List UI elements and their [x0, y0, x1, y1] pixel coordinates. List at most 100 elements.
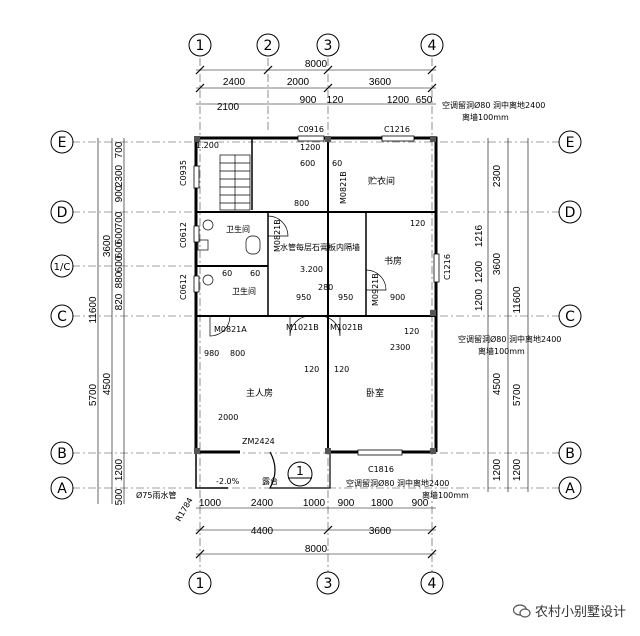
num-60c: 60 — [250, 269, 260, 278]
ac-note-top: 空调留洞Ø80 洞中离地2400 — [442, 100, 545, 110]
dim-left-600a: 600 — [114, 227, 125, 244]
dim-bot-900b: 900 — [412, 498, 429, 509]
axis-left-C: C — [50, 304, 74, 328]
axis-top-2: 2 — [256, 33, 280, 57]
slope-note: -2.0% — [216, 477, 240, 486]
section-symbol: 1 — [287, 461, 313, 487]
walls — [194, 136, 438, 489]
axis-bottom-4: 4 — [420, 571, 444, 595]
svg-text:4: 4 — [428, 38, 437, 54]
room-labels: 贮衣间 书房 卫生间 卫生间 主人房 卧室 露台 — [226, 175, 402, 486]
axis-bottom-3: 3 — [316, 571, 340, 595]
num-60b: 60 — [222, 269, 232, 278]
dim-top-900: 900 — [300, 95, 317, 106]
svg-text:B: B — [565, 446, 575, 462]
watermark-text: 农村小别墅设计 — [534, 605, 626, 620]
win-c0612a: C0612 — [179, 222, 188, 248]
dim-top-2000: 2000 — [287, 77, 310, 88]
ac-note-right-2: 离墙100mm — [478, 346, 525, 356]
plan-labels: C0916 C1216 C0935 C0612 C0612 C1216 C181… — [136, 100, 561, 523]
num-280: 280 — [318, 283, 333, 292]
axis-left-1C: 1/C — [50, 254, 74, 278]
svg-text:3: 3 — [324, 576, 333, 592]
door-m0821b-a: M0821B — [339, 171, 348, 204]
windows — [193, 135, 440, 456]
dim-left-2300: 2300 — [114, 164, 125, 187]
wall-note: 水管每层石膏板内隔墙 — [280, 242, 360, 252]
num-950a: 950 — [296, 293, 311, 302]
door-m1021b-b: M1021B — [330, 323, 363, 332]
svg-text:3: 3 — [324, 38, 333, 54]
watermark: 农村小别墅设计 — [512, 601, 626, 620]
svg-text:E: E — [58, 135, 67, 151]
dim-left-11600: 11600 — [88, 296, 99, 324]
svg-text:4: 4 — [428, 576, 437, 592]
dim-right-1216: 1216 — [474, 224, 485, 247]
dim-left-600c: 600 — [114, 255, 125, 272]
svg-text:A: A — [57, 481, 67, 497]
dim-bot-1000a: 1000 — [199, 498, 222, 509]
svg-text:D: D — [565, 205, 576, 221]
dim-left-900: 900 — [114, 185, 125, 202]
dim-left-5700: 5700 — [88, 383, 99, 406]
staircase — [219, 154, 251, 211]
svg-text:C: C — [57, 309, 67, 325]
dim-right-1200a: 1200 — [474, 260, 485, 283]
axis-right-B: B — [558, 441, 582, 465]
door-zm2424: ZM2424 — [242, 437, 275, 446]
axis-right-A: A — [558, 476, 582, 500]
dim-left-820: 820 — [114, 293, 125, 310]
door-m0821b-b: M0821B — [273, 219, 282, 252]
doors — [209, 215, 387, 337]
svg-text:E: E — [566, 135, 575, 151]
elev-3200: 3.200 — [300, 265, 323, 274]
dim-right-1200c: 1200 — [474, 288, 485, 311]
ac-note-bottom: 空调留洞Ø80 洞中离地2400 — [346, 478, 449, 488]
axis-right-C: C — [558, 304, 582, 328]
win-c0612b: C0612 — [179, 274, 188, 300]
dim-bot-1000b: 1000 — [303, 498, 326, 509]
rain-pipe-note: Ø75雨水管 — [136, 490, 176, 500]
axis-top-4: 4 — [420, 33, 444, 57]
svg-text:2: 2 — [264, 38, 273, 54]
dim-bot-3600: 3600 — [369, 526, 392, 537]
num-120b: 120 — [304, 365, 319, 374]
num-800: 800 — [294, 199, 309, 208]
ac-note-right: 空调留洞Ø80 洞中离地2400 — [458, 334, 561, 344]
dim-right-4500: 4500 — [492, 372, 503, 395]
dim-top-120: 120 — [327, 95, 344, 106]
svg-text:B: B — [57, 446, 67, 462]
win-c1816: C1816 — [368, 465, 394, 474]
dim-right-1200b: 1200 — [492, 458, 503, 481]
door-m1021b-a: M1021B — [286, 323, 319, 332]
num-980: 980 — [204, 349, 219, 358]
num-950b: 950 — [338, 293, 353, 302]
dim-left-4500: 4500 — [102, 372, 113, 395]
dim-left-700b: 700 — [114, 211, 125, 228]
dim-left-600b: 600 — [114, 241, 125, 258]
dim-right-5700: 5700 — [512, 383, 523, 406]
axis-top-3: 3 — [316, 33, 340, 57]
room-bedroom: 卧室 — [366, 387, 384, 399]
svg-text:C: C — [565, 309, 575, 325]
win-c1216: C1216 — [384, 125, 410, 134]
dim-left-3600: 3600 — [102, 234, 113, 257]
dimension-lines — [97, 65, 529, 559]
wechat-icon — [512, 603, 531, 618]
ac-note-top-2: 离墙100mm — [462, 112, 509, 122]
dim-bot-4400: 4400 — [251, 526, 274, 537]
ac-note-bottom-2: 离墙100mm — [422, 490, 469, 500]
num-120a: 120 — [410, 219, 425, 228]
dim-right-11600: 11600 — [512, 286, 523, 314]
axis-bottom-1: 1 — [188, 571, 212, 595]
room-master: 主人房 — [246, 387, 273, 399]
dim-top-650: 650 — [416, 95, 433, 106]
num-2000: 2000 — [218, 413, 238, 422]
dim-bot-1800: 1800 — [371, 498, 394, 509]
dim-left-1200: 1200 — [114, 458, 125, 481]
door-m0921b: M0921B — [371, 273, 380, 306]
dim-top-2100: 2100 — [217, 102, 240, 113]
svg-text:1: 1 — [196, 38, 205, 54]
axis-left-B: B — [50, 441, 74, 465]
win-c0935: C0935 — [179, 160, 188, 186]
